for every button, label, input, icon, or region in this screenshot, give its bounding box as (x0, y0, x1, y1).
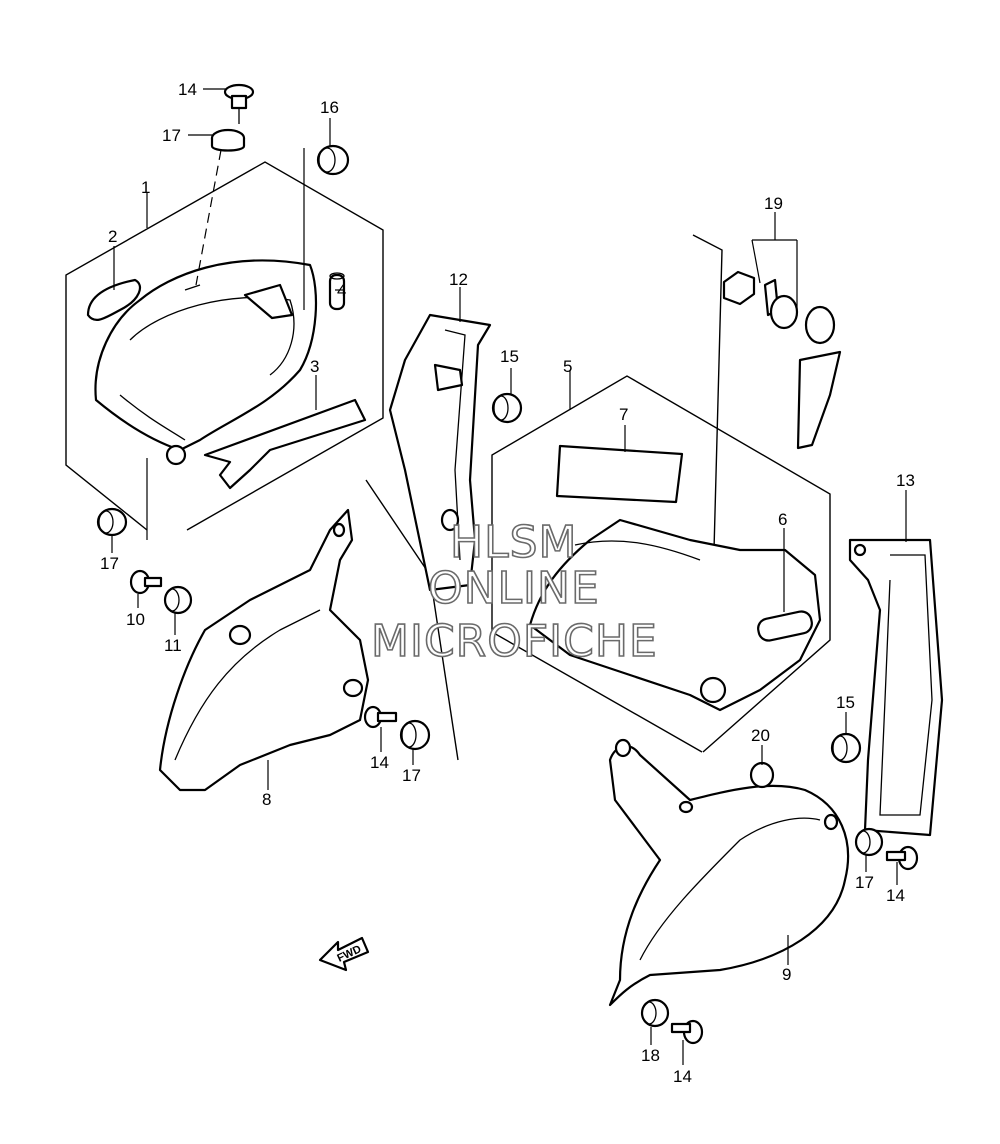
part-19-lock-set (722, 270, 842, 450)
part-1-cover (94, 259, 318, 466)
part-17-cushion-right (854, 827, 884, 857)
part-14-screw-right (885, 845, 919, 871)
callout-20: 20 (751, 726, 770, 745)
part-14-screw-top (223, 83, 255, 124)
leader-dash-17 (195, 149, 222, 286)
callout-11: 11 (164, 636, 182, 655)
callout-8: 8 (262, 790, 271, 809)
part-10-bolt (129, 569, 163, 595)
part-20-grommet (749, 761, 775, 789)
part-15-cushion-center (491, 392, 523, 424)
callout-10: 10 (126, 610, 145, 629)
callout-14-right: 14 (886, 886, 905, 905)
part-8-side-cover (158, 508, 370, 792)
fwd-label: FWD (335, 943, 363, 964)
callout-4: 4 (337, 281, 346, 300)
part-14-screw-bottom (670, 1019, 704, 1045)
callout-18: 18 (641, 1046, 660, 1065)
callout-1: 1 (141, 178, 150, 197)
callout-17-right: 17 (855, 873, 874, 892)
part-4-tube (328, 272, 346, 311)
fwd-arrow-icon: FWD (318, 936, 370, 972)
part-17-grommet-top (210, 128, 246, 152)
callout-9: 9 (782, 965, 791, 984)
callout-19: 19 (764, 194, 783, 213)
frame-group-1 (65, 161, 384, 531)
callout-6: 6 (778, 510, 787, 529)
watermark-line-1: HLSM (450, 517, 578, 568)
watermark-line-3: MICROFICHE (371, 616, 658, 667)
part-3-plate (203, 398, 367, 490)
part-5-cover (528, 444, 822, 712)
part-6-emblem (757, 610, 813, 642)
part-17-cushion-left (96, 507, 128, 537)
callout-13: 13 (896, 471, 915, 490)
callout-3: 3 (310, 357, 319, 376)
frame-group-5 (491, 375, 831, 753)
part-16-cushion (316, 144, 350, 176)
part-17-cushion-mid (399, 719, 431, 751)
callout-17-left: 17 (100, 554, 119, 573)
callout-15-right: 15 (836, 693, 855, 712)
callout-15-center: 15 (500, 347, 519, 366)
part-14-screw-mid (363, 705, 398, 729)
callout-16: 16 (320, 98, 339, 117)
watermark: HLSM ONLINE MICROFICHE (370, 516, 658, 668)
part-13-frame (848, 538, 944, 837)
callout-14-mid: 14 (370, 753, 389, 772)
part-12-bracket (388, 313, 492, 592)
part-15-cushion-right (830, 732, 862, 764)
callout-14-top: 14 (178, 80, 197, 99)
part-9-side-cover (608, 738, 850, 1007)
watermark-line-2: ONLINE (428, 563, 600, 614)
callout-2: 2 (108, 227, 117, 246)
callout-5: 5 (563, 357, 572, 376)
callout-labels: 14 17 16 1 2 4 3 17 10 11 12 15 5 7 6 19… (100, 80, 915, 1086)
callout-12: 12 (449, 270, 468, 289)
part-2-pad (86, 278, 142, 322)
callout-7: 7 (619, 405, 628, 424)
callout-17-top: 17 (162, 126, 181, 145)
part-11-cushion (163, 585, 193, 615)
callout-17-mid: 17 (402, 766, 421, 785)
part-18-cushion (640, 998, 670, 1028)
callout-14-bottom: 14 (673, 1067, 692, 1086)
leader-lines (111, 88, 907, 1065)
